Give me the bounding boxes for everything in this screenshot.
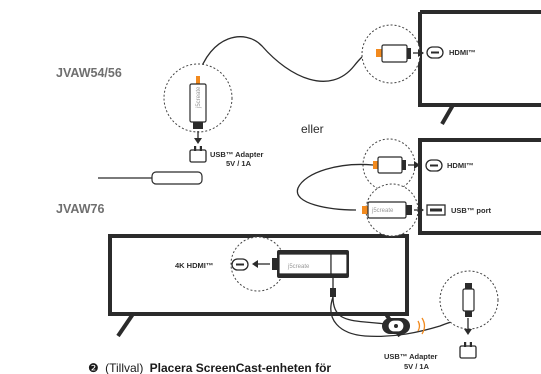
wireless-signal-icon — [417, 317, 426, 335]
cable-4k-plug — [330, 288, 336, 297]
tv-top — [418, 10, 541, 126]
hdmi-4k-label: 4K HDMI™ — [175, 261, 213, 270]
dongle-brand-text: j5create — [196, 86, 202, 109]
step-optional: (Tillval) — [105, 361, 143, 374]
usb-plug-bottom — [462, 283, 475, 317]
dongle-brand-text: j5create — [371, 208, 394, 214]
usb-power-block — [98, 171, 203, 185]
model-label-jvaw54-56: JVAW54/56 — [56, 66, 122, 80]
hdmi-port-icon — [425, 159, 443, 172]
cable-mid — [296, 163, 374, 211]
wireless-module — [382, 318, 410, 334]
arrow-right-icon — [414, 206, 424, 214]
cable-top — [197, 36, 382, 82]
dongle-hdmi-mid — [373, 156, 406, 174]
model-label-jvaw76: JVAW76 — [56, 202, 104, 216]
hdmi-port-icon — [231, 258, 249, 271]
arrow-down-icon — [464, 318, 472, 335]
dongle-usb-mid: j5create — [362, 201, 412, 219]
adapter-label-1-line1: USB™ Adapter — [210, 150, 264, 159]
or-label: eller — [301, 122, 324, 136]
hdmi-label-top: HDMI™ — [449, 48, 476, 57]
power-plug-icon — [459, 342, 477, 359]
usb-port-label: USB™ port — [451, 206, 492, 215]
power-plug-icon — [189, 146, 207, 163]
arrow-right-icon — [408, 161, 420, 169]
arrow-down-icon — [194, 131, 202, 144]
dongle-4k: j5create — [272, 250, 349, 278]
step-caption: ❷ (Tillval) Placera ScreenCast-enheten f… — [88, 361, 331, 374]
hdmi-port-icon — [426, 46, 444, 59]
step-instruction: Placera ScreenCast-enheten för — [150, 361, 332, 374]
dongle-vertical: j5create — [189, 76, 207, 129]
step-number: ❷ — [88, 361, 99, 374]
adapter-label-2-line2: 5V / 1A — [404, 362, 430, 371]
adapter-label-1-line2: 5V / 1A — [226, 159, 252, 168]
dongle-brand-text: j5create — [287, 264, 310, 270]
hdmi-label-mid: HDMI™ — [447, 161, 474, 170]
arrow-right-icon — [413, 49, 424, 57]
usb-port-icon — [426, 204, 446, 216]
tv-middle — [418, 138, 541, 235]
arrow-left-icon — [252, 260, 270, 268]
dongle-hdmi-top — [376, 44, 411, 63]
adapter-label-2-line1: USB™ Adapter — [384, 352, 438, 361]
